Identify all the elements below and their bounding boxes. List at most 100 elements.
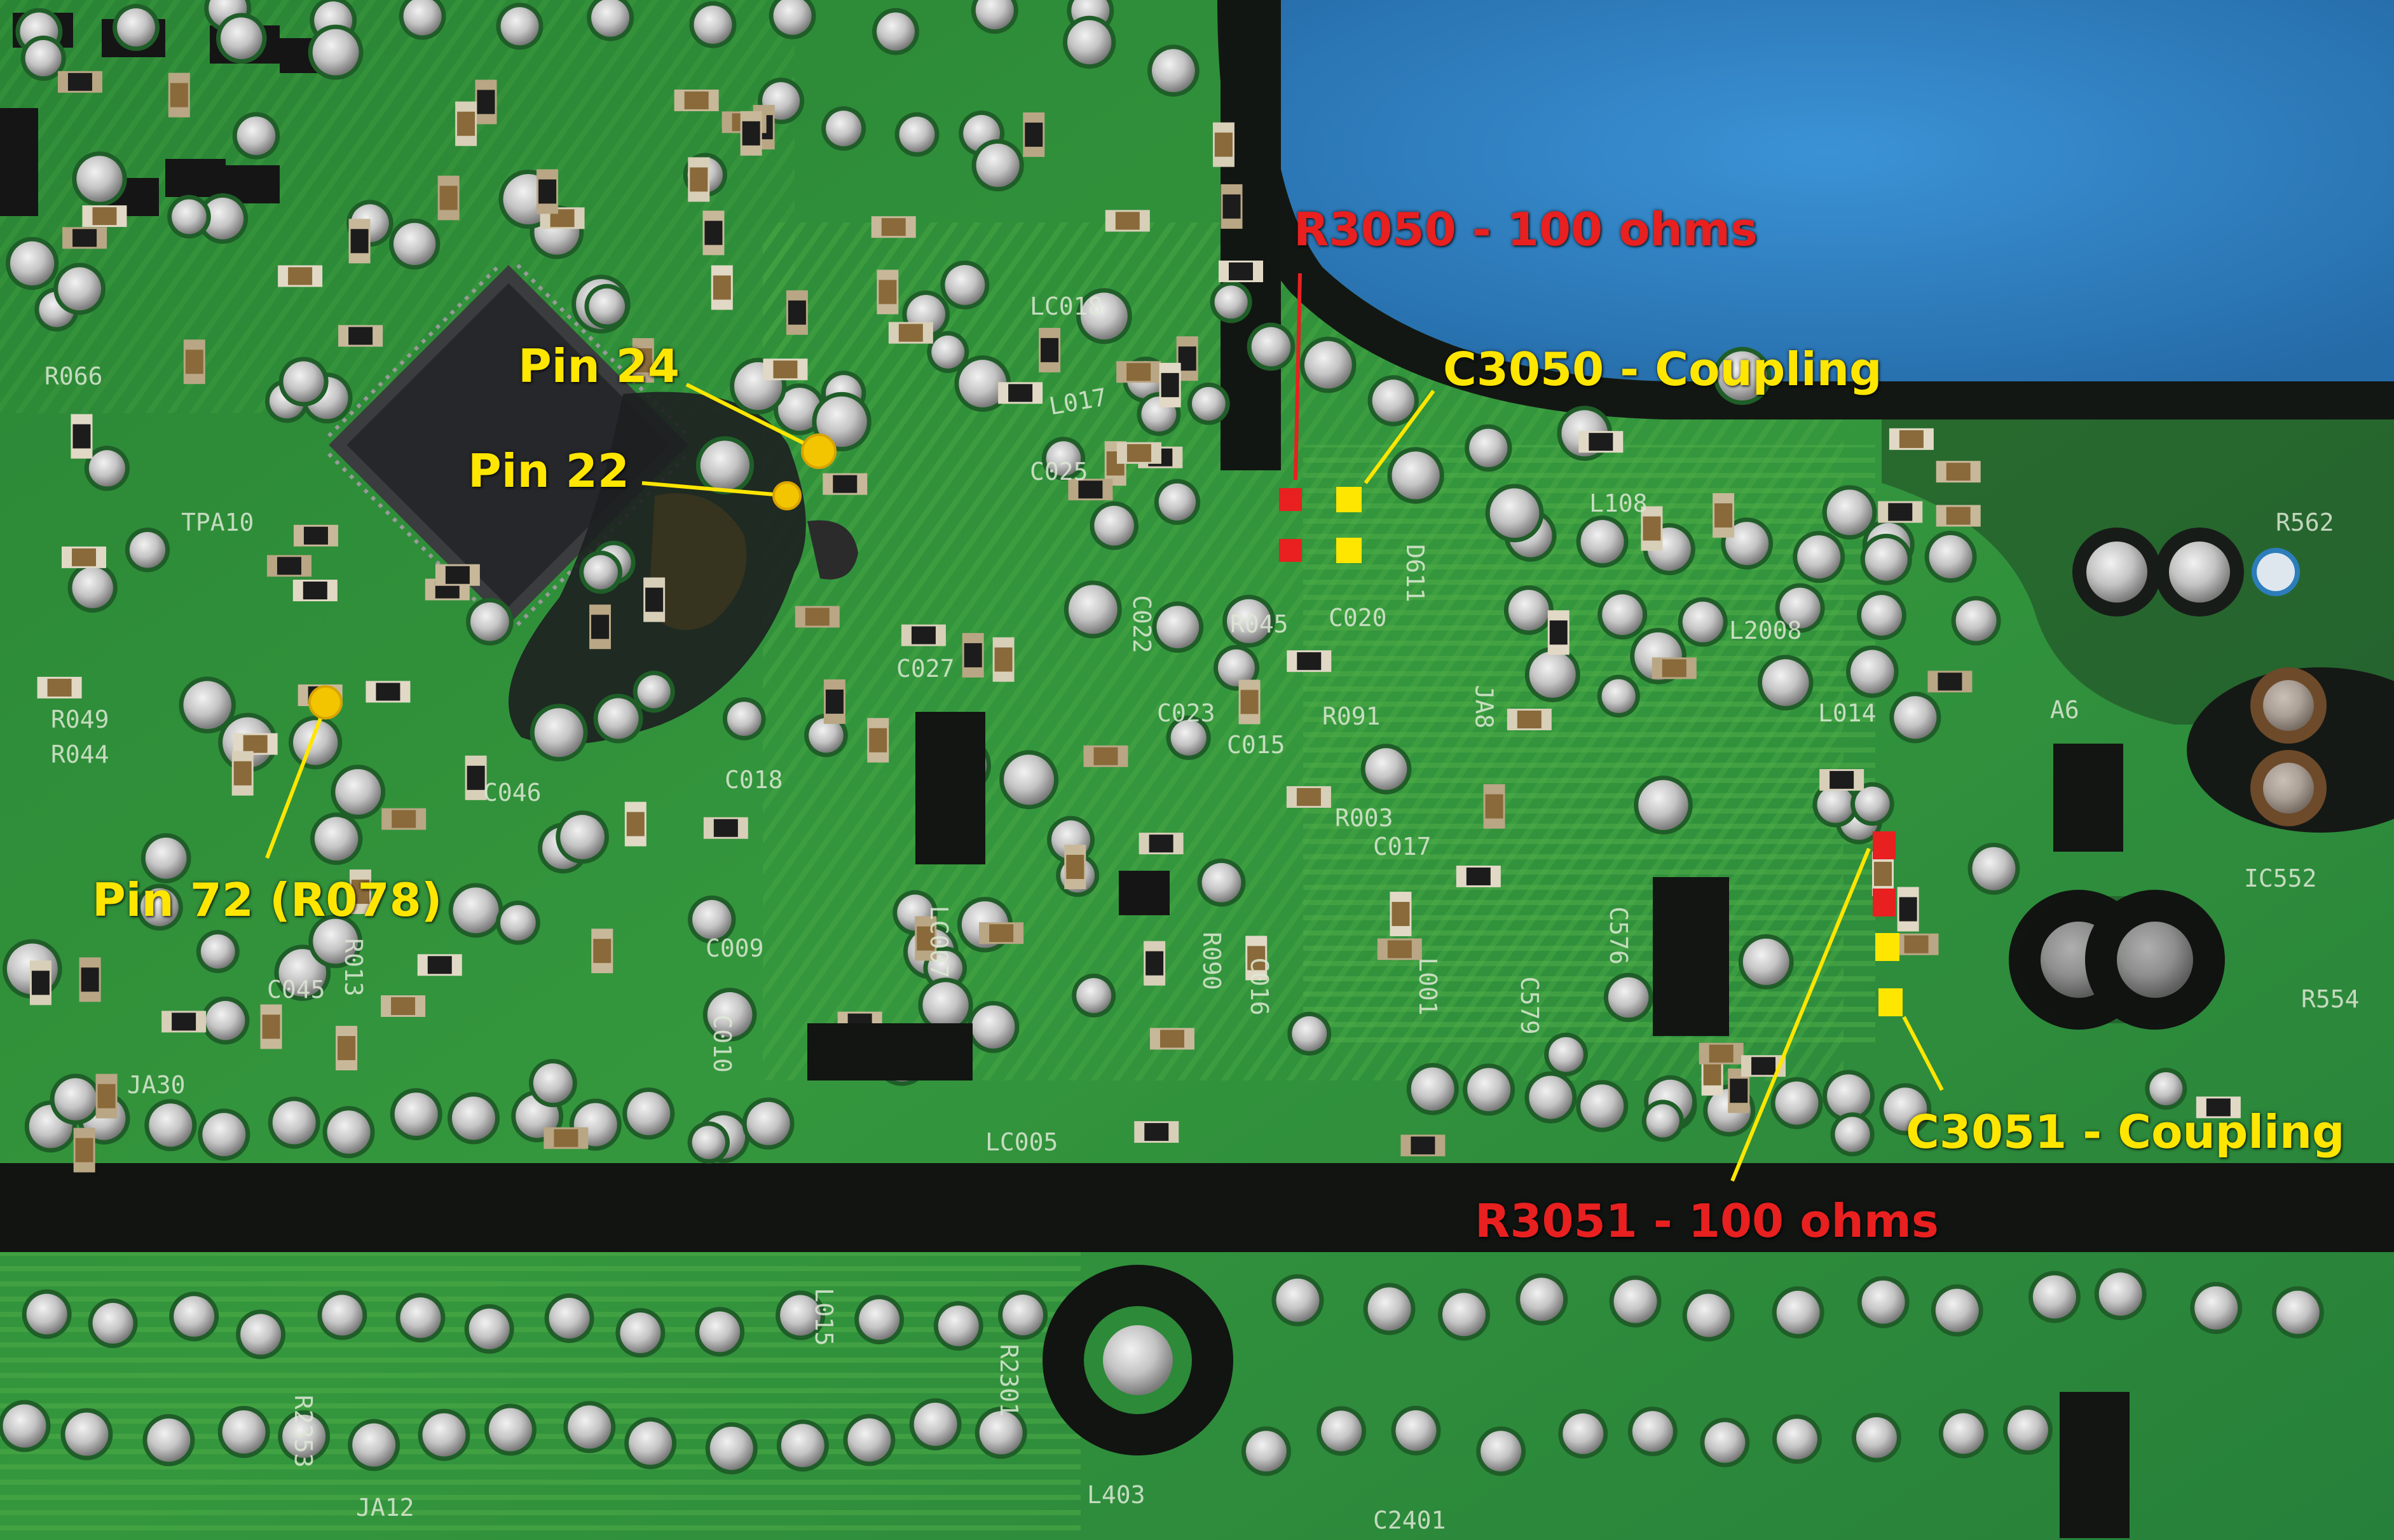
smd-part <box>1218 260 1263 282</box>
smd-part <box>73 1128 95 1173</box>
solder-joint <box>637 675 671 709</box>
mount-ring <box>1043 1265 1233 1455</box>
transistor-block <box>1653 877 1729 1036</box>
silk-label: R045 <box>1230 610 1289 638</box>
silk-label: LC018 <box>1030 292 1103 320</box>
pin24-marker <box>801 433 837 469</box>
smd-part <box>992 637 1015 682</box>
solder-joint <box>1392 451 1440 500</box>
smd-part <box>29 960 51 1005</box>
solder-joint <box>283 361 324 402</box>
solder-joint <box>400 1297 441 1339</box>
smd-part <box>381 995 426 1018</box>
solder-joint <box>959 360 1007 408</box>
solder-joint <box>1725 522 1769 566</box>
solder-joint <box>1152 49 1195 93</box>
solder-joint <box>1365 748 1407 790</box>
solder-joint <box>1943 1413 1984 1454</box>
solder-joint <box>327 1110 371 1154</box>
solder-joint <box>694 5 732 44</box>
solder-joint <box>1580 520 1624 564</box>
pin22-marker <box>772 481 802 510</box>
solder-joint <box>899 116 935 153</box>
pointer-line-r3051 <box>1730 847 1871 1182</box>
c3050-label: C3050 - Coupling <box>1443 343 1882 396</box>
smd-part <box>1144 941 1166 986</box>
smd-part <box>643 577 666 622</box>
solder-joint <box>931 335 965 369</box>
solder-joint <box>220 17 263 60</box>
c3050-pad <box>1336 538 1362 563</box>
smd-part <box>823 679 845 724</box>
smd-part <box>1390 892 1412 937</box>
solder-joint <box>1827 1074 1871 1118</box>
solder-joint <box>92 1303 133 1344</box>
solder-joint <box>1601 679 1636 713</box>
smd-part <box>901 624 946 646</box>
solder-joint <box>700 440 750 490</box>
solder-joint <box>3 1404 46 1448</box>
silk-label: C018 <box>725 766 783 794</box>
silk-label: LC005 <box>985 1128 1058 1156</box>
smd-part <box>867 718 889 763</box>
solder-joint <box>1469 428 1508 468</box>
smd-part <box>624 801 646 847</box>
solder-joint <box>1864 538 1908 581</box>
smd-part <box>1483 784 1505 829</box>
smd-part <box>1894 933 1939 955</box>
smd-part <box>1897 887 1919 932</box>
solder-joint <box>1529 651 1576 698</box>
smd-part <box>544 1127 589 1149</box>
silk-label: L014 <box>1818 699 1877 727</box>
smd-part <box>71 414 93 459</box>
solder-joint <box>145 837 187 879</box>
solder-joint <box>692 900 732 939</box>
solder-joint <box>533 1063 573 1103</box>
smd-part <box>57 71 102 93</box>
smd-part <box>703 817 748 839</box>
smd-part <box>1116 361 1161 383</box>
solder-joint <box>1894 696 1937 739</box>
smd-part <box>1083 745 1128 767</box>
solder-joint <box>1817 786 1854 823</box>
smd-part <box>1068 479 1113 501</box>
solder-joint <box>1613 1279 1657 1323</box>
solder-joint <box>335 769 381 815</box>
solder-joint <box>692 1126 725 1159</box>
solder-joint <box>1850 650 1894 694</box>
solder-joint <box>1094 505 1134 546</box>
solder-joint <box>1170 719 1207 756</box>
solder-joint <box>10 241 55 286</box>
solder-joint <box>1442 1293 1486 1337</box>
smd-part <box>795 606 840 628</box>
smd-part <box>1286 786 1331 808</box>
solder-joint <box>149 1103 193 1147</box>
smd-part <box>888 322 933 344</box>
smd-part <box>381 808 427 830</box>
smd-part <box>1159 362 1181 407</box>
solder-joint <box>1367 1287 1411 1331</box>
solder-joint <box>129 531 166 568</box>
smd-part <box>1064 844 1086 889</box>
smd-part <box>475 79 497 125</box>
transistor-block <box>807 1023 973 1080</box>
smd-part <box>1212 122 1235 167</box>
solder-joint <box>240 1314 282 1355</box>
smd-part <box>632 338 654 383</box>
silk-label: R562 <box>2276 508 2334 536</box>
smd-components <box>29 71 2241 1173</box>
smd-part <box>1819 769 1864 791</box>
silk-label: IC552 <box>2244 864 2317 892</box>
solder-joint <box>1067 20 1112 65</box>
solder-joint <box>809 718 844 753</box>
solder-joint <box>1602 594 1643 636</box>
solder-joint <box>568 1405 612 1449</box>
solder-joint <box>222 1410 266 1454</box>
smd-part <box>998 382 1043 404</box>
solder-joint <box>88 450 125 487</box>
solder-joint <box>1076 978 1112 1013</box>
smd-part <box>537 169 559 214</box>
solder-joint <box>1742 938 1789 985</box>
solder-joint <box>1004 754 1054 805</box>
